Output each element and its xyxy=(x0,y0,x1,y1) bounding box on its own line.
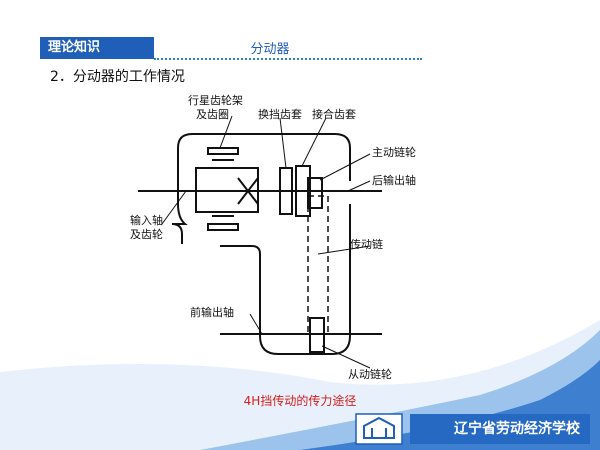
housing-outline xyxy=(171,133,351,244)
housing-right-wall xyxy=(220,204,351,355)
drive-sprocket xyxy=(307,177,323,209)
label-front-output: 前输出轴 xyxy=(190,305,234,319)
transfer-case-diagram: 行星齿轮架 及齿圈 换挡齿套 接合齿套 主动链轮 后输出轴 输入轴 及齿轮 传动… xyxy=(130,93,416,381)
driven-sprocket xyxy=(309,317,325,353)
label-driven-sprocket: 从动链轮 xyxy=(348,367,392,381)
label-chain: 传动链 xyxy=(350,237,383,251)
transmission-chain xyxy=(307,195,329,335)
footer-band xyxy=(410,414,590,444)
school-name: 辽宁省劳动经济学校 xyxy=(454,421,580,437)
planet-gear-bottom xyxy=(207,223,239,231)
label-input-shaft-2: 及齿轮 xyxy=(130,227,163,241)
label-planet-carrier-1: 行星齿轮架 xyxy=(188,93,243,107)
label-engage-sleeve: 接合齿套 xyxy=(312,107,356,121)
label-rear-output: 后输出轴 xyxy=(372,173,416,187)
page-topic: 分动器 xyxy=(250,42,290,57)
label-shift-sleeve: 换挡齿套 xyxy=(258,107,302,121)
section-tag: 理论知识 xyxy=(40,37,154,59)
section-heading: 2．分动器的工作情况 xyxy=(50,69,185,85)
label-planet-carrier-2: 及齿圈 xyxy=(196,108,229,121)
header-divider xyxy=(154,58,422,60)
label-drive-sprocket: 主动链轮 xyxy=(372,145,416,159)
power-flow-caption: 4H挡传动的传力途径 xyxy=(243,394,357,408)
planet-gear-top xyxy=(207,147,239,155)
planet-carrier xyxy=(195,167,259,213)
label-input-shaft-1: 输入轴 xyxy=(130,213,163,227)
school-logo-icon xyxy=(355,413,403,445)
